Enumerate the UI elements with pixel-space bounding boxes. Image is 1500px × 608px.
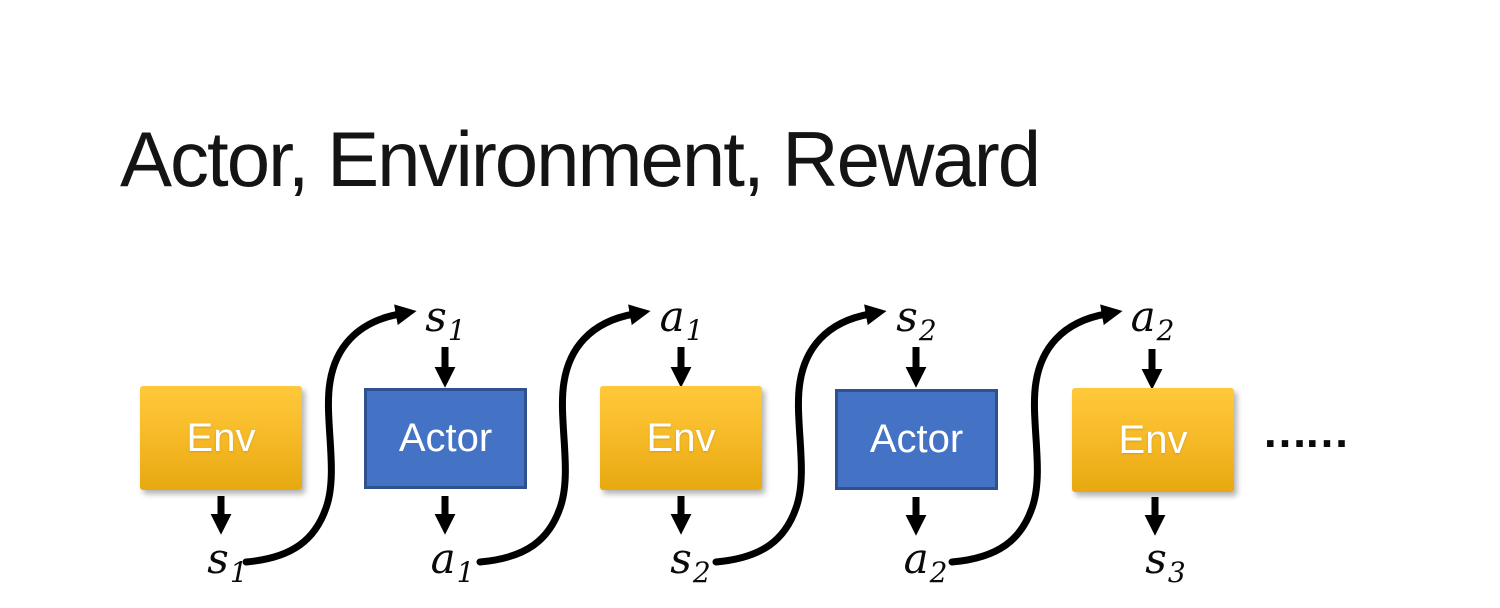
top-label-s1-sub: 1 (447, 314, 466, 347)
bottom-label-s2-base: s (670, 534, 692, 583)
top-label-a2: a2 (1102, 292, 1202, 347)
env-box-3: Env (1072, 388, 1234, 492)
top-label-s2: s2 (866, 292, 966, 347)
bottom-label-a2-sub: 2 (929, 556, 948, 589)
top-label-a1-sub: 1 (685, 314, 704, 347)
top-label-s1: s1 (395, 292, 495, 347)
actor-box-2-label: Actor (869, 417, 964, 461)
actor-box-2: Actor (835, 389, 998, 490)
env-box-3-label: Env (1118, 417, 1188, 462)
top-label-s2-base: s (896, 292, 918, 341)
bottom-label-s3-sub: 3 (1167, 556, 1186, 589)
top-label-a1-base: a (659, 292, 685, 341)
bottom-label-a1: a1 (402, 534, 502, 589)
actor-box-1: Actor (364, 388, 527, 489)
bottom-label-s3-base: s (1145, 534, 1167, 583)
env-box-2-label: Env (646, 415, 716, 460)
env-box-2: Env (600, 386, 762, 490)
env-box-1-label: Env (186, 415, 256, 460)
bottom-label-s1-sub: 1 (229, 556, 248, 589)
bottom-label-s1-base: s (207, 534, 229, 583)
bottom-label-a1-base: a (430, 534, 456, 583)
slide-title: Actor, Environment, Reward (120, 115, 1041, 203)
bottom-label-a1-sub: 1 (456, 556, 475, 589)
env-box-1: Env (140, 386, 302, 490)
top-label-s1-base: s (425, 292, 447, 341)
top-label-a1: a1 (631, 292, 731, 347)
bottom-label-a2-base: a (903, 534, 929, 583)
bottom-label-s2-sub: 2 (692, 556, 711, 589)
bottom-label-s1: s1 (177, 534, 277, 589)
top-label-s2-sub: 2 (918, 314, 937, 347)
top-label-a2-sub: 2 (1156, 314, 1175, 347)
bottom-label-s3: s3 (1115, 534, 1215, 589)
bottom-label-a2: a2 (875, 534, 975, 589)
actor-box-1-label: Actor (398, 416, 493, 460)
continuation-ellipsis: …… (1262, 405, 1350, 457)
top-label-a2-base: a (1130, 292, 1156, 341)
bottom-label-s2: s2 (640, 534, 740, 589)
